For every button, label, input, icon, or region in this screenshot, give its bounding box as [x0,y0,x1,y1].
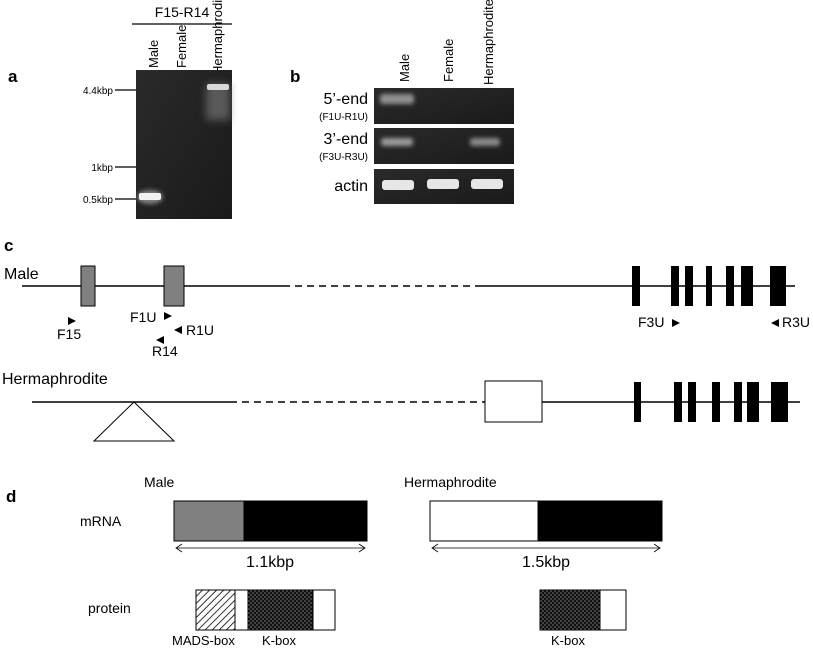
row-5prime-label: 5’-end [324,91,368,108]
row-3prime-label: 3’-end [324,131,368,148]
male-mrna-coding-segment [243,500,368,542]
male-protein-mads-box [195,589,236,631]
gel-a-lane-male: Male [146,40,161,68]
gel-b-row-5prime [374,88,514,124]
male-exon-6 [706,266,712,306]
gel-b-actin-band-male [382,180,414,190]
herm-exon-3 [688,382,696,422]
primer-pair-label: F15-R14 [155,4,210,20]
herm-mrna-bar [429,500,663,542]
male-mrna-bar [173,500,368,542]
row-3prime-primers: (F3U-R3U) [319,152,368,163]
primer-f1u-arrow [164,312,172,320]
herm-k-box-label: K-box [551,633,585,648]
gel-b-lane-male: Male [397,54,412,82]
primer-r1u-label: R1U [186,322,214,338]
gel-a-lane-hermaphrodite: Hermaphrodite [210,0,225,75]
protein-row-label: protein [88,600,131,616]
gene-male-label: Male [4,266,39,283]
primer-r14-label: R14 [152,343,178,359]
male-protein-c-terminal [312,589,336,631]
gel-a-band-hermaphrodite [207,84,229,90]
male-mrna-mads-segment [173,500,245,542]
male-protein-k-box [247,589,314,631]
male-length-arrow-left [175,543,183,553]
herm-exon-5 [734,382,742,422]
primer-r3u-label: R3U [782,314,810,330]
herm-mrna-coding-segment [537,500,663,542]
panel-d-letter: d [6,487,16,506]
male-protein-linker [234,589,249,631]
gel-a-band-male [139,193,161,200]
panel-c-letter: c [4,236,13,255]
herm-length-arrow-right [653,543,661,553]
male-exon-4 [671,266,679,306]
herm-length-arrow-left [431,543,439,553]
male-exon-1 [80,265,96,307]
primer-f3u-arrow [672,319,680,327]
herm-deletion-triangle [92,401,176,442]
gel-b-lane-hermaphrodite: Hermaphrodite [481,0,496,85]
male-exon-8 [741,266,753,306]
male-gene-structure [22,265,795,307]
male-k-box-label: K-box [262,633,296,648]
herm-protein-k-box [539,589,601,631]
primer-f1u-label: F1U [130,309,156,325]
mrna-row-label: mRNA [80,513,122,529]
gel-b-actin-band-hermaphrodite [471,179,503,189]
gene-hermaphrodite-label: Hermaphrodite [2,371,108,388]
gel-b-row-actin [374,169,514,204]
herm-exon-6 [747,382,759,422]
gel-b-5prime-band-male [380,94,414,104]
herm-exon-4 [712,382,720,422]
male-length-label: 1.1kbp [246,554,294,571]
gel-b-lane-female: Female [441,39,456,82]
row-actin-label: actin [334,178,368,195]
herm-exon-7 [771,382,788,422]
male-length-arrow-right [358,543,366,553]
mads-box-label: MADS-box [172,633,235,648]
row-5prime-primers: (F1U-R1U) [319,112,368,123]
herm-protein-c-terminal [599,589,627,631]
gel-a-lane-female: Female [174,25,189,68]
primer-r3u-arrow [771,319,779,327]
primer-r14-arrow [156,336,164,344]
d-hermaphrodite-label: Hermaphrodite [404,474,497,490]
herm-novel-exon [484,380,543,423]
primer-f3u-label: F3U [638,314,664,330]
primer-r1u-arrow [174,326,182,334]
marker-1kbp-label: 1kbp [91,163,113,174]
male-exon-9 [770,266,786,306]
herm-exon-1 [634,382,641,422]
gel-b-row-3prime [374,128,514,164]
herm-exon-2 [674,382,682,422]
gel-a [136,70,232,219]
gel-b-3prime-band-hermaphrodite [470,138,500,146]
male-exon-3 [632,266,640,306]
primer-f15-label: F15 [57,326,81,342]
panel-a-letter: a [8,67,18,86]
male-protein-bar [195,589,336,631]
herm-protein-bar [539,589,627,631]
d-male-label: Male [144,474,175,490]
herm-length-label: 1.5kbp [522,554,570,571]
gel-b-3prime-band-male [381,138,413,146]
marker-4-4kbp-label: 4.4kbp [83,86,113,97]
gel-b-actin-band-female [427,179,459,189]
primer-f15-arrow [68,317,76,325]
panel-b-letter: b [290,67,300,86]
male-exon-2 [163,265,185,307]
marker-0-5kbp-label: 0.5kbp [83,195,113,206]
male-exon-7 [726,266,734,306]
male-exon-5 [685,266,693,306]
hermaphrodite-gene-structure [32,380,800,442]
herm-mrna-noncoding-segment [429,500,539,542]
gel-b-5prime-background [374,88,514,124]
